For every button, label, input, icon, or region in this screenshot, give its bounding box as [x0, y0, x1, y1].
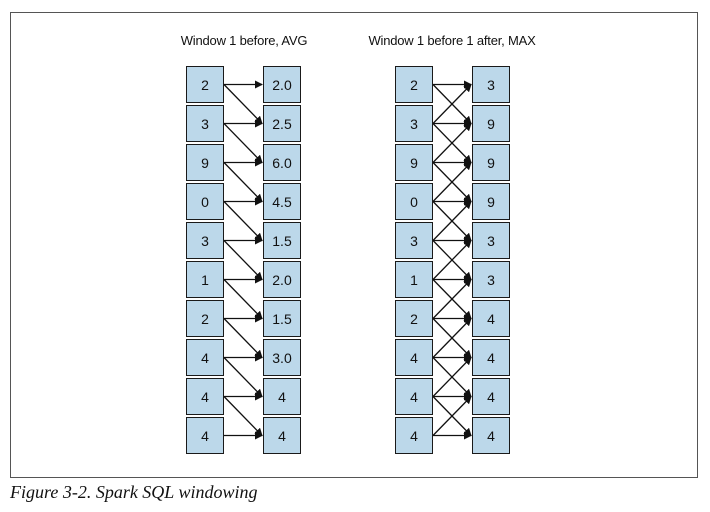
a-input-cell: 2	[186, 66, 224, 103]
window-arrow	[432, 162, 472, 203]
window-arrow	[223, 240, 263, 281]
window-arrow	[432, 396, 472, 437]
window-arrow	[223, 162, 263, 203]
window-arrow	[432, 279, 472, 320]
a-input-cell: 1	[186, 261, 224, 298]
figure-caption: Figure 3-2. Spark SQL windowing	[10, 482, 258, 502]
a-output-cell: 2.0	[263, 66, 301, 103]
a-input-cell: 9	[186, 144, 224, 181]
b-output-cell: 3	[472, 261, 510, 298]
a-output-cell: 4	[263, 417, 301, 454]
window-arrow	[223, 396, 263, 437]
a-input-cell: 4	[186, 378, 224, 415]
window-arrow	[223, 279, 263, 320]
a-input-cell: 4	[186, 339, 224, 376]
figure-frame	[10, 12, 698, 478]
window-arrow	[223, 84, 263, 125]
window-arrow	[223, 357, 263, 398]
a-input-cell: 0	[186, 183, 224, 220]
b-input-cell: 9	[395, 144, 433, 181]
b-output-cell: 4	[472, 378, 510, 415]
window-arrow	[432, 357, 472, 398]
window-arrow	[432, 240, 472, 281]
a-input-cell: 2	[186, 300, 224, 337]
a-output-cell: 6.0	[263, 144, 301, 181]
b-output-cell: 4	[472, 417, 510, 454]
a-input-cell: 3	[186, 105, 224, 142]
window-arrow	[432, 201, 472, 242]
b-output-cell: 9	[472, 105, 510, 142]
window-arrow	[432, 318, 472, 359]
b-output-cell: 4	[472, 339, 510, 376]
b-output-cell: 3	[472, 222, 510, 259]
a-output-cell: 1.5	[263, 300, 301, 337]
b-input-cell: 4	[395, 378, 433, 415]
a-output-cell: 1.5	[263, 222, 301, 259]
window-arrow	[223, 318, 263, 359]
window-arrow	[223, 123, 263, 164]
b-output-cell: 4	[472, 300, 510, 337]
window-arrow	[223, 201, 263, 242]
b-input-cell: 2	[395, 66, 433, 103]
b-output-cell: 9	[472, 183, 510, 220]
b-input-cell: 1	[395, 261, 433, 298]
diagram-a-title: Window 1 before, AVG	[180, 33, 308, 48]
b-input-cell: 4	[395, 339, 433, 376]
b-input-cell: 3	[395, 105, 433, 142]
a-input-cell: 3	[186, 222, 224, 259]
a-output-cell: 3.0	[263, 339, 301, 376]
a-output-cell: 2.0	[263, 261, 301, 298]
window-arrow	[432, 84, 472, 125]
b-output-cell: 9	[472, 144, 510, 181]
a-output-cell: 4.5	[263, 183, 301, 220]
a-output-cell: 4	[263, 378, 301, 415]
diagram-b-title: Window 1 before 1 after, MAX	[368, 33, 536, 48]
a-output-cell: 2.5	[263, 105, 301, 142]
b-input-cell: 0	[395, 183, 433, 220]
b-input-cell: 3	[395, 222, 433, 259]
b-output-cell: 3	[472, 66, 510, 103]
b-input-cell: 2	[395, 300, 433, 337]
a-input-cell: 4	[186, 417, 224, 454]
window-arrow	[432, 123, 472, 164]
b-input-cell: 4	[395, 417, 433, 454]
